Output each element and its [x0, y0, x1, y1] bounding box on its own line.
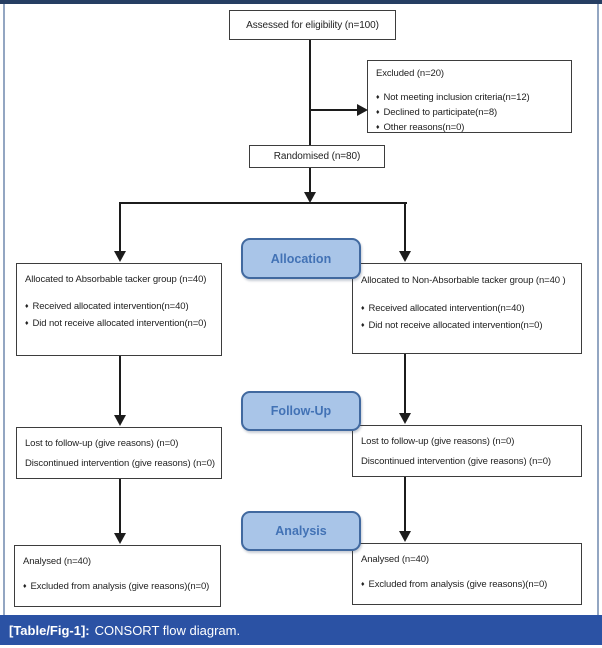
- connector-split-horizontal: [119, 202, 407, 204]
- list-item: ♦ Excluded from analysis (give reasons)(…: [353, 576, 581, 593]
- diamond-bullet-icon: ♦: [23, 583, 27, 590]
- assessed-box: Assessed for eligibility (n=100): [229, 10, 396, 40]
- followup-right-line: Discontinued intervention (give reasons)…: [361, 456, 551, 467]
- analysis-left-title: Analysed (n=40): [23, 556, 91, 567]
- arrow-down-icon: [399, 251, 411, 262]
- allocation-left-bullet-text: Received allocated intervention(n=40): [32, 301, 189, 312]
- diamond-bullet-icon: ♦: [361, 581, 365, 588]
- allocation-right-title: Allocated to Non-Absorbable tacker group…: [361, 275, 566, 286]
- allocation-left-bullets: ♦ Received allocated intervention(n=40) …: [17, 298, 221, 332]
- analysis-right-box: Analysed (n=40) ♦ Excluded from analysis…: [352, 543, 582, 605]
- connector-split-right: [404, 202, 406, 252]
- allocation-stage-text: Allocation: [270, 251, 332, 266]
- allocation-left-title: Allocated to Absorbable tacker group (n=…: [25, 274, 207, 285]
- connector-assessed-randomised: [309, 40, 311, 145]
- diamond-bullet-icon: ♦: [376, 109, 380, 116]
- followup-left-box: Lost to follow-up (give reasons) (n=0) D…: [16, 427, 222, 479]
- analysis-right-bullets: ♦ Excluded from analysis (give reasons)(…: [353, 576, 581, 593]
- connector-excluded-branch: [310, 109, 359, 111]
- frame-right-border: [597, 4, 599, 615]
- arrow-down-icon: [399, 531, 411, 542]
- connector-alloc-followup-right: [404, 354, 406, 414]
- follow-up-stage-text: Follow-Up: [270, 404, 332, 418]
- excluded-bullets: ♦ Not meeting inclusion criteria(n=12) ♦…: [368, 90, 571, 135]
- connector-split-left: [119, 202, 121, 252]
- arrow-down-icon: [399, 413, 411, 424]
- allocation-right-bullet-text: Did not receive allocated intervention(n…: [368, 320, 543, 331]
- list-item: ♦ Received allocated intervention(n=40): [17, 298, 221, 315]
- list-item: ♦ Did not receive allocated intervention…: [17, 315, 221, 332]
- figure-caption-bar: [Table/Fig-1]: CONSORT flow diagram.: [0, 615, 602, 645]
- allocation-stage-label: Allocation: [241, 238, 361, 279]
- list-item: ♦ Other reasons(n=0): [368, 120, 571, 135]
- follow-up-stage-label: Follow-Up: [241, 391, 361, 431]
- allocation-right-box: Allocated to Non-Absorbable tacker group…: [352, 263, 582, 354]
- diamond-bullet-icon: ♦: [361, 322, 365, 329]
- list-item: ♦ Declined to participate(n=8): [368, 105, 571, 120]
- randomised-box: Randomised (n=80): [249, 145, 385, 168]
- excluded-bullet-text: Other reasons(n=0): [383, 122, 465, 133]
- diamond-bullet-icon: ♦: [376, 124, 380, 131]
- frame-left-border: [3, 4, 5, 615]
- analysis-left-bullets: ♦ Excluded from analysis (give reasons)(…: [15, 578, 220, 595]
- connector-followup-analysis-right: [404, 477, 406, 532]
- list-item: ♦ Excluded from analysis (give reasons)(…: [15, 578, 220, 595]
- analysis-left-box: Analysed (n=40) ♦ Excluded from analysis…: [14, 545, 221, 607]
- diamond-bullet-icon: ♦: [361, 305, 365, 312]
- connector-alloc-followup-left: [119, 356, 121, 416]
- arrow-down-icon: [114, 415, 126, 426]
- diamond-bullet-icon: ♦: [25, 320, 29, 327]
- excluded-bullet-text: Not meeting inclusion criteria(n=12): [383, 92, 530, 103]
- arrow-down-icon: [304, 192, 316, 203]
- excluded-box: Excluded (n=20) ♦ Not meeting inclusion …: [367, 60, 572, 133]
- analysis-stage-text: Analysis: [275, 524, 327, 538]
- list-item: ♦ Not meeting inclusion criteria(n=12): [368, 90, 571, 105]
- allocation-right-bullet-text: Received allocated intervention(n=40): [368, 303, 525, 314]
- excluded-title: Excluded (n=20): [376, 68, 444, 79]
- connector-followup-analysis-left: [119, 479, 121, 534]
- followup-right-line: Lost to follow-up (give reasons) (n=0): [361, 436, 515, 447]
- analysis-right-title: Analysed (n=40): [361, 554, 429, 565]
- followup-left-line: Discontinued intervention (give reasons)…: [25, 458, 215, 469]
- caption-label: [Table/Fig-1]:: [9, 622, 90, 638]
- list-item: ♦ Received allocated intervention(n=40): [353, 300, 581, 317]
- analysis-left-bullet-text: Excluded from analysis (give reasons)(n=…: [30, 581, 210, 592]
- arrow-down-icon: [114, 533, 126, 544]
- allocation-left-box: Allocated to Absorbable tacker group (n=…: [16, 263, 222, 356]
- allocation-left-bullet-text: Did not receive allocated intervention(n…: [32, 318, 207, 329]
- diamond-bullet-icon: ♦: [25, 303, 29, 310]
- arrow-right-icon: [357, 104, 368, 116]
- diamond-bullet-icon: ♦: [376, 94, 380, 101]
- analysis-right-bullet-text: Excluded from analysis (give reasons)(n=…: [368, 579, 548, 590]
- followup-left-line: Lost to follow-up (give reasons) (n=0): [25, 438, 179, 449]
- assessed-text: Assessed for eligibility (n=100): [246, 19, 379, 31]
- excluded-bullet-text: Declined to participate(n=8): [383, 107, 498, 118]
- allocation-right-bullets: ♦ Received allocated intervention(n=40) …: [353, 300, 581, 334]
- followup-right-box: Lost to follow-up (give reasons) (n=0) D…: [352, 425, 582, 477]
- connector-randomised-split: [309, 168, 311, 194]
- frame-top-border: [0, 0, 602, 4]
- arrow-down-icon: [114, 251, 126, 262]
- caption-text: CONSORT flow diagram.: [94, 622, 241, 638]
- analysis-stage-label: Analysis: [241, 511, 361, 551]
- list-item: ♦ Did not receive allocated intervention…: [353, 317, 581, 334]
- randomised-text: Randomised (n=80): [273, 151, 361, 162]
